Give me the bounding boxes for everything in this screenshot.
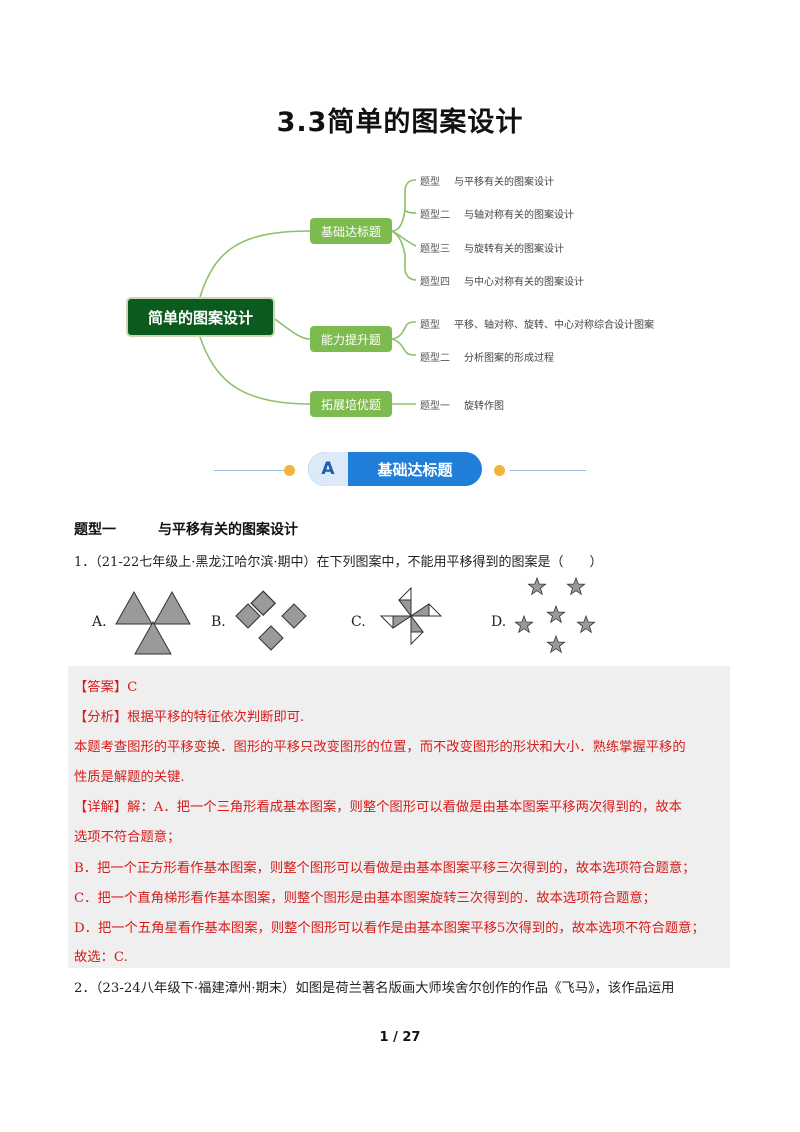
detail-line: 【详解】解：A．把一个三角形看成基本图案，则整个图形可以看做是由基本图案平移两次… xyxy=(74,800,682,815)
leaf-text: 旋转作图 xyxy=(464,401,504,412)
mindmap-leaf: 题型二 与轴对称有关的图案设计 xyxy=(420,206,574,221)
option-d-label: D. xyxy=(491,614,507,630)
detail-line: B．把一个正方形看作基本图案，则整个图形可以看做是由基本图案平移三次得到的，故本… xyxy=(74,861,696,876)
question-1-stem: 1．（21-22七年级上·黑龙江哈尔滨·期中）在下列图案中，不能用平移得到的图案… xyxy=(74,551,603,570)
page-number: 1 / 27 xyxy=(379,1030,421,1045)
leaf-type: 题型 xyxy=(420,177,440,188)
option-a-label: A. xyxy=(92,614,107,630)
banner-line-left xyxy=(214,470,284,471)
question-type-title: 与平移有关的图案设计 xyxy=(158,522,298,538)
mindmap-leaf: 题型四 与中心对称有关的图案设计 xyxy=(420,273,584,288)
document-title: 3.3简单的图案设计 xyxy=(276,107,524,138)
mindmap-branch-improve: 能力提升题 xyxy=(310,326,392,352)
analysis-line: 【分析】根据平移的特征依次判断即可. xyxy=(74,710,305,725)
leaf-type: 题型 xyxy=(420,320,440,331)
option-c-pinwheel-figure xyxy=(379,586,443,646)
leaf-text: 分析图案的形成过程 xyxy=(464,353,554,364)
detail-line: C．把一个直角梯形看作基本图案，则整个图形是由基本图案旋转三次得到的．故本选项符… xyxy=(74,891,656,906)
option-b-squares-figure xyxy=(235,590,307,651)
question-number: 1． xyxy=(74,555,96,570)
leaf-text: 平移、轴对称、旋转、中心对称综合设计图案 xyxy=(454,320,654,331)
mindmap-connectors xyxy=(199,179,417,405)
banner-label: 基础达标题 xyxy=(377,460,453,479)
leaf-type: 题型二 xyxy=(420,210,450,221)
leaf-text: 与平移有关的图案设计 xyxy=(454,177,554,188)
mindmap: 简单的图案设计 基础达标题 能力提升题 拓展培优题 题型 与平移有关的图案设计 … xyxy=(0,0,800,440)
banner-pill: A 基础达标题 xyxy=(308,452,482,486)
mindmap-branch-basic: 基础达标题 xyxy=(310,218,392,244)
leaf-text: 与中心对称有关的图案设计 xyxy=(464,277,584,288)
leaf-text: 与旋转有关的图案设计 xyxy=(464,244,564,255)
question-type-label: 题型一 xyxy=(74,522,116,538)
option-b-label: B. xyxy=(211,614,226,630)
banner-letter: A xyxy=(308,452,348,486)
detail-line: 选项不符合题意； xyxy=(74,830,181,845)
answer-line: 【答案】C xyxy=(74,680,138,695)
mindmap-root: 简单的图案设计 xyxy=(126,297,275,337)
leaf-type: 题型二 xyxy=(420,353,450,364)
option-d-stars-figure xyxy=(515,577,595,653)
leaf-type: 题型四 xyxy=(420,277,450,288)
option-a-triangles-figure xyxy=(115,590,191,655)
mindmap-branch-extend: 拓展培优题 xyxy=(310,391,392,417)
question-type-heading: 题型一 与平移有关的图案设计 xyxy=(74,519,298,539)
mindmap-leaf: 题型 平移、轴对称、旋转、中心对称综合设计图案 xyxy=(420,316,654,331)
banner-dot-left xyxy=(284,465,295,476)
conclusion-line: 故选：C. xyxy=(74,950,128,965)
question-stem: 在下列图案中，不能用平移得到的图案是（ ） xyxy=(316,555,603,570)
section-banner: A 基础达标题 xyxy=(214,450,586,490)
analysis-line: 本题考查图形的平移变换．图形的平移只改变图形的位置，而不改变图形的形状和大小．熟… xyxy=(74,740,686,755)
mindmap-leaf: 题型一 旋转作图 xyxy=(420,397,504,412)
banner-dot-right xyxy=(494,465,505,476)
leaf-type: 题型一 xyxy=(420,401,450,412)
mindmap-leaf: 题型三 与旋转有关的图案设计 xyxy=(420,240,564,255)
analysis-line: 性质是解题的关键. xyxy=(74,770,185,785)
question-source: （21-22七年级上·黑龙江哈尔滨·期中） xyxy=(95,555,317,570)
banner-line-right xyxy=(510,470,586,471)
mindmap-leaf: 题型 与平移有关的图案设计 xyxy=(420,173,554,188)
answer-box xyxy=(68,666,730,968)
detail-line: D．把一个五角星看作基本图案，则整个图形可以看作是由基本图案平移5次得到的，故本… xyxy=(74,921,705,936)
option-c-label: C. xyxy=(351,614,366,630)
leaf-type: 题型三 xyxy=(420,244,450,255)
leaf-text: 与轴对称有关的图案设计 xyxy=(464,210,574,221)
mindmap-leaf: 题型二 分析图案的形成过程 xyxy=(420,349,554,364)
question-2-stem: 2．（23-24八年级下·福建漳州·期末）如图是荷兰著名版画大师埃舍尔创作的作品… xyxy=(74,981,675,996)
